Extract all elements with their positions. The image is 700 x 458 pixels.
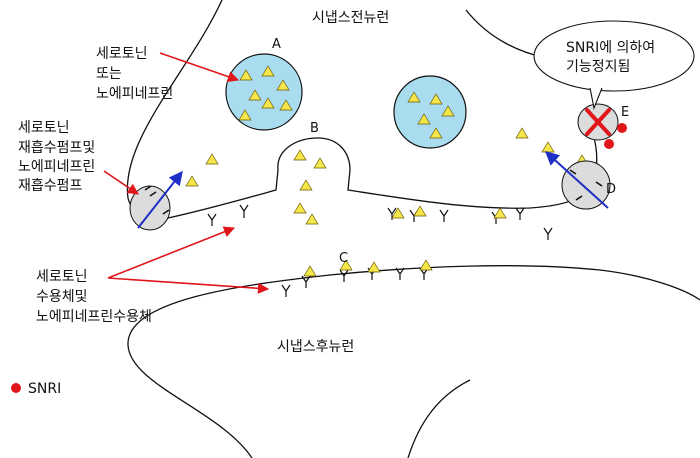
vesicle-right xyxy=(393,75,467,149)
presynaptic-title: 시냅스전뉴런 xyxy=(312,10,389,26)
presynaptic-receptor-transmitters xyxy=(391,205,507,219)
block-x-icon xyxy=(585,108,611,136)
callout-line2: 기능정지됨 xyxy=(566,59,630,75)
pump-left-blue-arrow xyxy=(137,170,183,229)
snri-dot-e1 xyxy=(617,123,627,133)
pump-right-hooks xyxy=(569,169,603,201)
marker-a: A xyxy=(272,37,281,52)
vesicle-label-line1: 세로토닌 xyxy=(96,46,148,62)
snri-dot-e2 xyxy=(604,139,614,149)
vesicle-label-line2: 또는 xyxy=(96,66,122,82)
pump-label-line3: 노에피네프린 xyxy=(18,159,95,175)
marker-c: C xyxy=(339,251,348,266)
marker-b: B xyxy=(310,121,319,136)
vesicle-right-transmitters xyxy=(407,91,455,139)
arrow-pump-label xyxy=(103,170,139,195)
vesicle-label-line3: 노에피네프린 xyxy=(96,86,173,102)
legend-snri-label: SNRI xyxy=(28,381,61,397)
callout-bubble xyxy=(533,20,695,92)
pump-left-hooks xyxy=(144,185,170,215)
marker-d: D xyxy=(606,182,616,197)
reuptake-pump-right xyxy=(561,160,611,210)
vesicle-a-transmitters xyxy=(238,65,293,121)
pump-right-blue-arrow xyxy=(544,151,609,209)
receptor-label-line3: 노에피네프린수용체 xyxy=(36,309,152,325)
receptor-label-line2: 수용체및 xyxy=(36,289,88,305)
postsynaptic-bound-transmitters xyxy=(303,259,433,277)
arrow-receptor-label-1 xyxy=(107,226,236,279)
pump-label-line4: 재흡수펌프 xyxy=(18,178,83,194)
released-transmitters xyxy=(185,127,589,225)
legend-snri-dot xyxy=(11,383,21,393)
arrow-receptor-label-2 xyxy=(107,277,270,294)
presynaptic-membrane-right xyxy=(465,9,547,59)
presynaptic-membrane-left xyxy=(126,0,589,220)
vesicle-a xyxy=(225,53,303,131)
callout-tail xyxy=(589,87,603,110)
pump-label-line1: 세로토닌 xyxy=(18,120,70,136)
marker-e: E xyxy=(621,105,629,120)
postsynaptic-title: 시냅스후뉴런 xyxy=(277,339,354,355)
receptor-label-line1: 세로토닌 xyxy=(36,269,88,285)
callout-line1: SNRI에 의하여 xyxy=(566,40,655,56)
pump-label-line2: 재흡수펌프및 xyxy=(18,140,95,156)
arrow-vesicle-label xyxy=(159,52,240,82)
postsynaptic-membrane xyxy=(127,265,700,458)
postsynaptic-membrane-lower xyxy=(407,379,471,458)
